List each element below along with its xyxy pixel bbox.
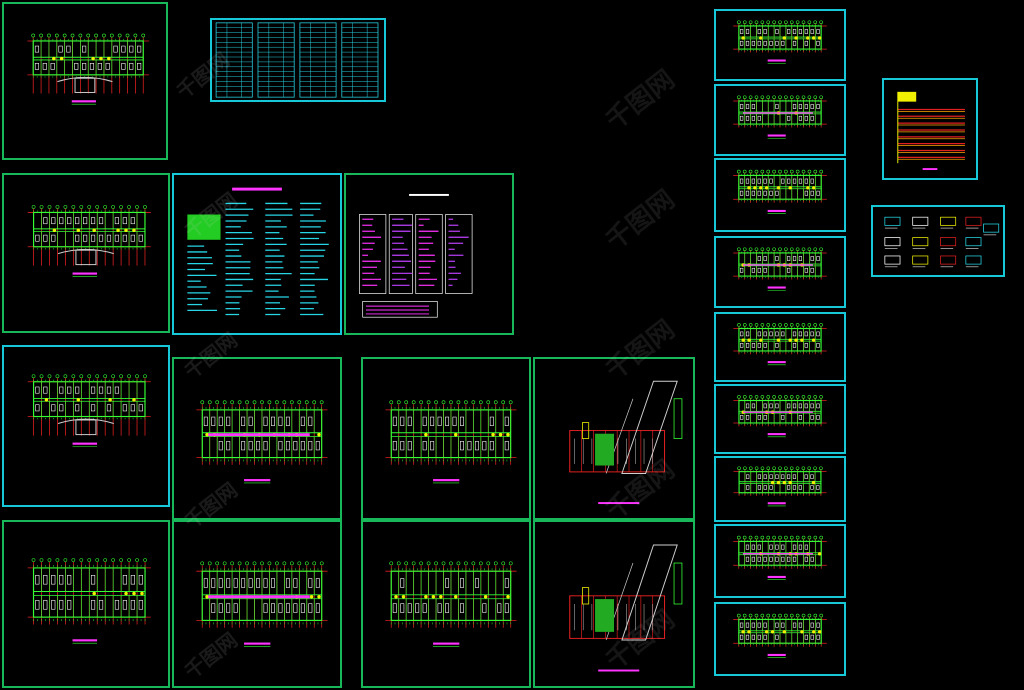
floor-plan-sheet-2-drawing bbox=[27, 205, 151, 277]
legend-sheet-drawing bbox=[884, 216, 1000, 268]
typical-floor-plan-9-drawing bbox=[733, 613, 827, 658]
typical-floor-plan-2[interactable] bbox=[714, 84, 846, 156]
typical-floor-plan-6-drawing bbox=[733, 395, 827, 438]
floor-plan-sheet-8[interactable] bbox=[361, 520, 531, 688]
design-notes-sheet[interactable] bbox=[172, 173, 342, 335]
floor-plan-sheet-ground-drawing bbox=[27, 33, 150, 105]
floor-plan-sheet-4[interactable] bbox=[172, 357, 342, 520]
floor-plan-sheet-2[interactable] bbox=[2, 173, 170, 333]
typical-floor-plan-5-drawing bbox=[733, 323, 827, 366]
system-diagram-sheet-drawing bbox=[897, 91, 965, 171]
typical-floor-plan-8[interactable] bbox=[714, 524, 846, 598]
floor-plan-sheet-3-drawing bbox=[27, 374, 151, 447]
stair-detail-sheet-2[interactable] bbox=[533, 520, 695, 688]
watermark-text: 千图网 bbox=[600, 184, 681, 257]
floor-plan-sheet-8-drawing bbox=[385, 561, 517, 647]
drawing-index-table-drawing bbox=[215, 22, 379, 98]
typical-floor-plan-4-drawing bbox=[733, 247, 827, 291]
typical-floor-plan-9[interactable] bbox=[714, 602, 846, 676]
floor-plan-sheet-ground[interactable] bbox=[2, 2, 168, 160]
typical-floor-plan-1[interactable] bbox=[714, 9, 846, 81]
design-notes-sheet-drawing bbox=[187, 187, 329, 316]
drawing-index-table[interactable] bbox=[210, 18, 386, 102]
floor-plan-sheet-7[interactable] bbox=[172, 520, 342, 688]
floor-plan-sheet-6[interactable] bbox=[2, 520, 170, 688]
typical-floor-plan-6[interactable] bbox=[714, 384, 846, 454]
floor-plan-sheet-6-drawing bbox=[27, 558, 151, 644]
floor-plan-sheet-5[interactable] bbox=[361, 357, 531, 520]
typical-floor-plan-4[interactable] bbox=[714, 236, 846, 308]
typical-floor-plan-7[interactable] bbox=[714, 456, 846, 522]
system-diagram-sheet[interactable] bbox=[882, 78, 978, 180]
typical-floor-plan-3[interactable] bbox=[714, 158, 846, 232]
typical-floor-plan-1-drawing bbox=[733, 20, 827, 64]
typical-floor-plan-5[interactable] bbox=[714, 312, 846, 382]
floor-plan-sheet-4-drawing bbox=[196, 400, 328, 484]
floor-plan-sheet-3[interactable] bbox=[2, 345, 170, 507]
stair-detail-sheet-1[interactable] bbox=[533, 357, 695, 520]
floor-plan-sheet-7-drawing bbox=[196, 561, 328, 647]
typical-floor-plan-3-drawing bbox=[733, 169, 827, 214]
material-schedule-sheet[interactable] bbox=[344, 173, 514, 335]
typical-floor-plan-2-drawing bbox=[733, 95, 827, 139]
stair-detail-sheet-1-drawing bbox=[569, 380, 683, 505]
watermark-text: 千图网 bbox=[600, 64, 681, 137]
stair-detail-sheet-2-drawing bbox=[569, 544, 683, 672]
floor-plan-sheet-5-drawing bbox=[385, 400, 517, 484]
material-schedule-sheet-drawing bbox=[359, 193, 473, 318]
legend-sheet[interactable] bbox=[871, 205, 1005, 277]
typical-floor-plan-7-drawing bbox=[733, 466, 827, 507]
typical-floor-plan-8-drawing bbox=[733, 535, 827, 580]
